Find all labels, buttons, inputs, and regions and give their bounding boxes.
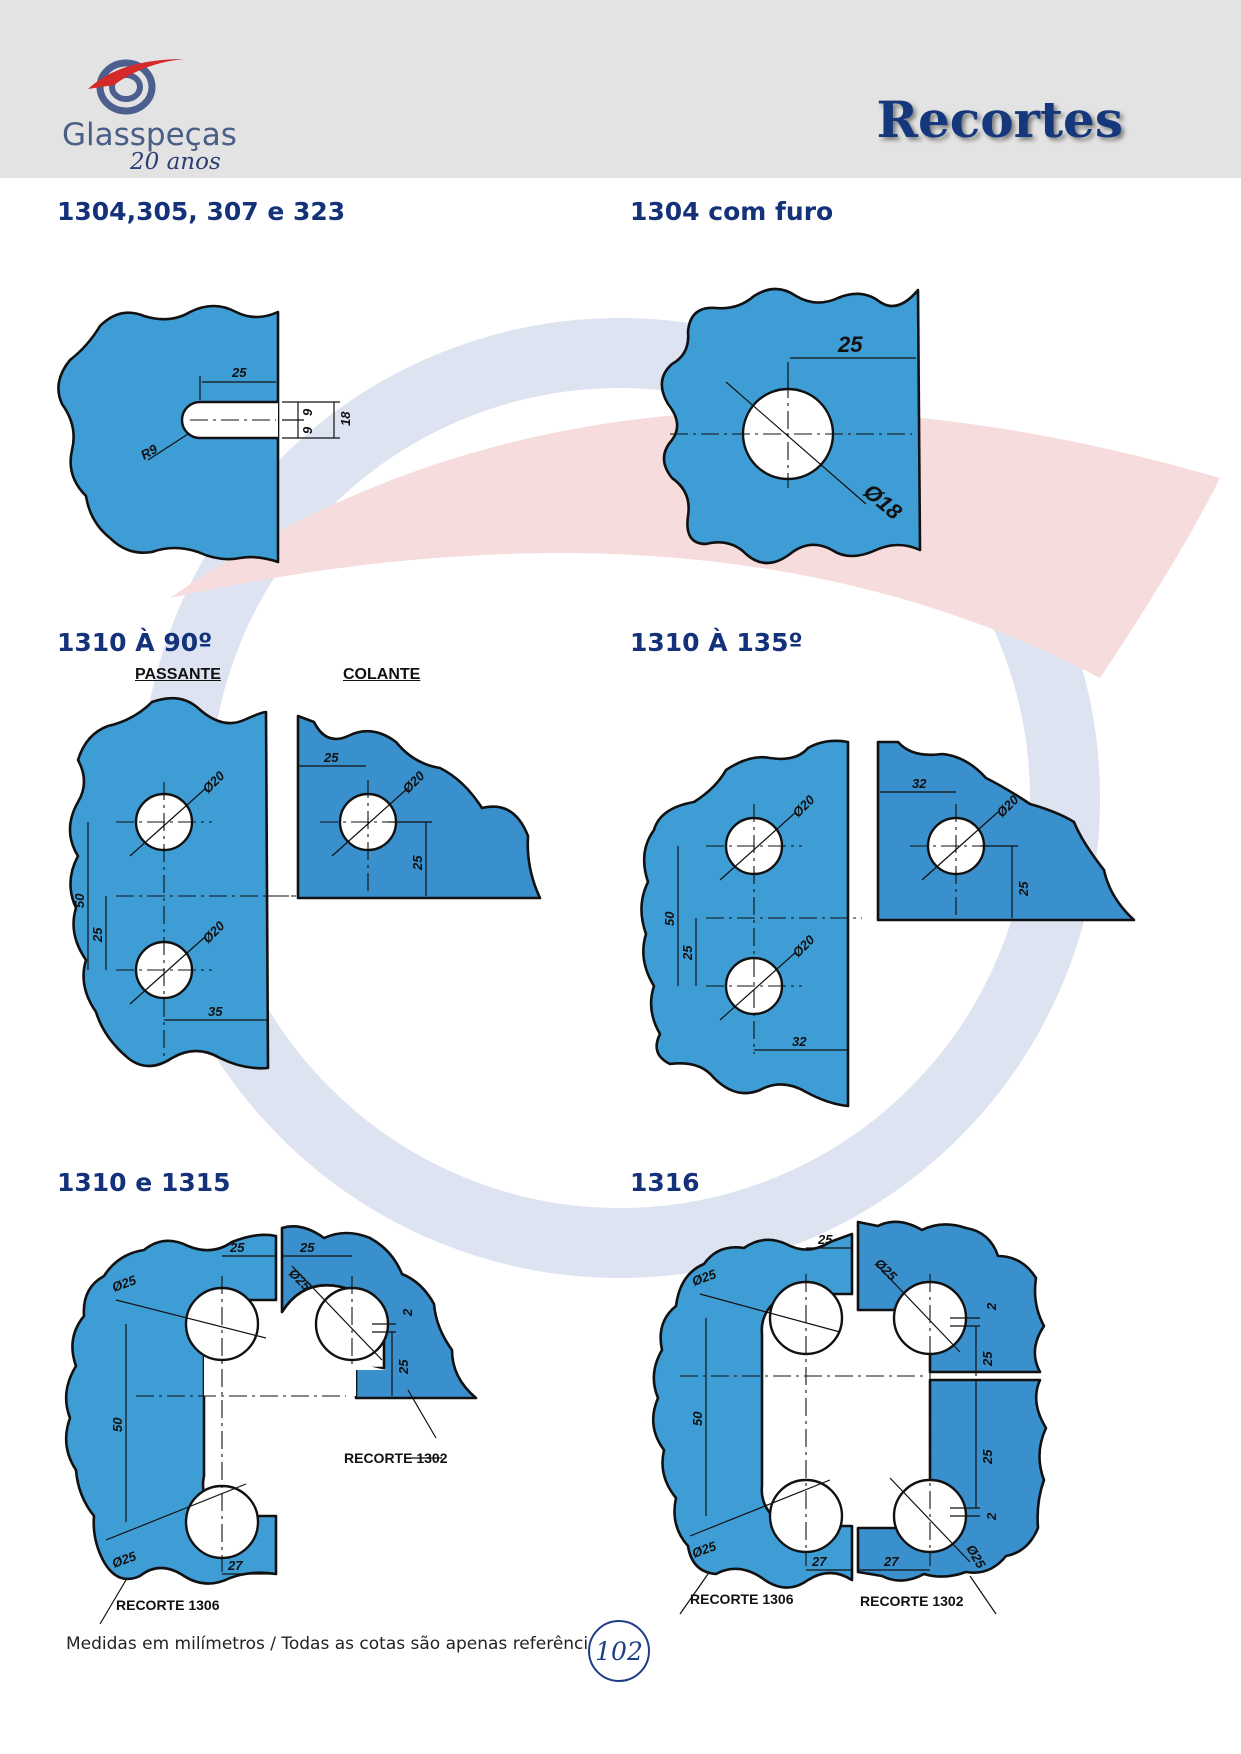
dim-25-left: 25	[680, 945, 695, 961]
dim-25-right: 25	[410, 855, 425, 871]
dim-25-top-left: 25	[229, 1240, 245, 1255]
dim-27: 27	[227, 1558, 243, 1573]
dim-25-top: 25	[817, 1232, 833, 1247]
dim-35: 35	[208, 1004, 223, 1019]
section-title-1310-1315: 1310 e 1315	[57, 1168, 231, 1197]
figure-1316: 25 Ø25 Ø25 2 25 50 25 2 Ø25 Ø25 27 27 RE…	[651, 1220, 1048, 1615]
figure-1304-slot: 25 9 9 18 R9	[57, 304, 353, 564]
page-number: 102	[588, 1620, 650, 1682]
page-title: Recortes	[876, 90, 1123, 149]
logo-swirl-icon	[88, 59, 184, 115]
dim-50: 50	[72, 893, 87, 908]
dim-25: 25	[231, 365, 247, 380]
callout-recorte-1302: RECORTE 1302	[860, 1593, 964, 1609]
label-passante: PASSANTE	[135, 666, 221, 683]
page-header: Glasspeças 20 anos Recortes	[0, 0, 1241, 178]
section-title-1316: 1316	[630, 1168, 700, 1197]
dim-25-right: 25	[396, 1359, 411, 1375]
dim-25-right-top: 25	[980, 1351, 995, 1367]
dim-25-left: 25	[90, 927, 105, 943]
glass-panel-passante	[68, 696, 270, 1070]
glass-panel-colante	[296, 714, 542, 900]
glass-panel-left	[640, 739, 850, 1108]
figure-1310-135: Ø20 Ø20 50 25 32 32 Ø20 25	[640, 739, 1136, 1108]
dim-18: 18	[338, 411, 353, 426]
figure-1310-90: Ø20 Ø20 50 25 35 25 Ø20 25	[68, 696, 542, 1070]
dim-32-top: 32	[912, 776, 927, 791]
dim-25-right: 25	[1016, 881, 1031, 897]
dim-25-top: 25	[323, 750, 339, 765]
callout-recorte-1306: RECORTE 1306	[116, 1597, 220, 1613]
dim-50: 50	[662, 911, 677, 926]
dim-32-bottom: 32	[792, 1034, 807, 1049]
callout-recorte-1306: RECORTE 1306	[690, 1591, 794, 1607]
footer-note: Medidas em milímetros / Todas as cotas s…	[66, 1634, 599, 1654]
figure-1304-hole: 25 Ø18	[660, 287, 922, 565]
label-colante: COLANTE	[343, 666, 421, 683]
glass-panel	[57, 304, 280, 564]
figure-1310-1315: 25 25 Ø25 Ø25 2 25 50 Ø25 27 RECORTE 130…	[64, 1225, 478, 1625]
section-title-1304: 1304,305, 307 e 323	[57, 197, 346, 226]
glass-panel-right	[876, 740, 1136, 922]
glass-panel-left	[64, 1233, 278, 1585]
brand-logo: Glasspeças 20 anos	[52, 55, 237, 175]
dim-50: 50	[110, 1417, 125, 1432]
dim-50: 50	[690, 1411, 705, 1426]
section-title-1310-90: 1310 À 90º	[57, 628, 213, 657]
section-title-1310-135: 1310 À 135º	[630, 628, 803, 657]
dim-25-top-right: 25	[299, 1240, 315, 1255]
dim-2: 2	[400, 1308, 415, 1317]
dim-25: 25	[837, 332, 863, 357]
glass-panel-bottom-right	[856, 1378, 1048, 1582]
dim-2-bottom: 2	[984, 1512, 999, 1521]
callout-recorte-1302: RECORTE 1302	[344, 1450, 448, 1466]
dim-27-left: 27	[811, 1554, 827, 1569]
dim-9-top: 9	[300, 408, 315, 416]
section-title-1304-furo: 1304 com furo	[630, 197, 834, 226]
dim-27-right: 27	[883, 1554, 899, 1569]
dim-2-top: 2	[984, 1302, 999, 1311]
brand-years: 20 anos	[130, 149, 221, 175]
brand-name: Glasspeças	[62, 117, 237, 153]
dim-9-bottom: 9	[300, 426, 315, 434]
dim-25-right-bottom: 25	[980, 1449, 995, 1465]
